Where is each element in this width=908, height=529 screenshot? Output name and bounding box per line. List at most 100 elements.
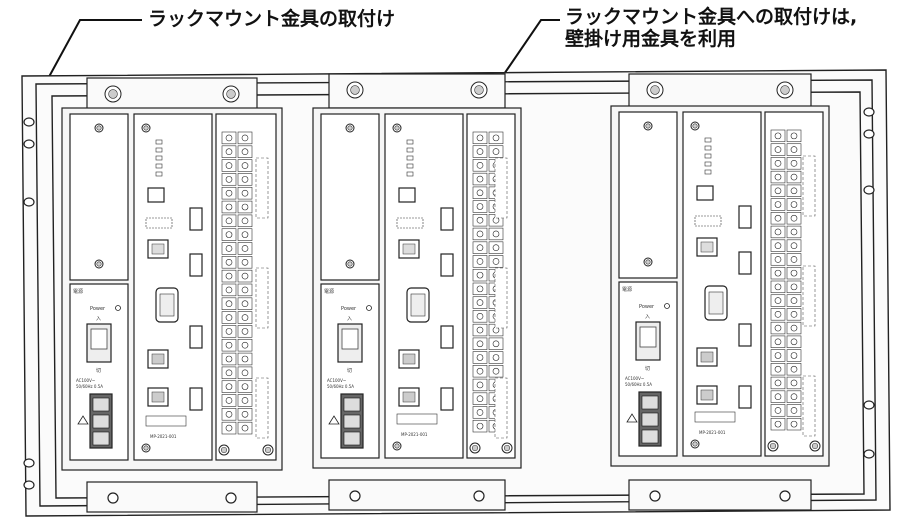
blank-panel — [320, 113, 380, 281]
terminal-screw-right — [790, 242, 798, 249]
label-strip — [802, 265, 816, 327]
lan-port-1-jack — [700, 241, 714, 253]
terminal-screw-right — [241, 397, 249, 404]
power-terminal — [641, 429, 659, 444]
terminal-screw-left — [225, 286, 233, 294]
terminal-screw-left — [774, 324, 782, 332]
blank-screw-bottom-inner — [645, 259, 651, 265]
switch-on-label: 入 — [347, 316, 352, 322]
side-connector — [440, 325, 454, 349]
bracket-screw-right-inner — [226, 89, 236, 99]
terminal-screw-left — [774, 146, 782, 153]
controller-screw-bottom-inner — [692, 441, 698, 447]
terminal-screw-left — [225, 231, 233, 238]
model-number: MP-2021-001 — [401, 432, 428, 437]
terminal-screw-left — [476, 367, 484, 375]
terminal-screw-right — [492, 148, 500, 155]
power-led — [664, 303, 670, 309]
blank-screw-bottom-inner — [96, 261, 102, 267]
terminal-screw-left — [225, 217, 233, 225]
terminal-screw-left — [476, 162, 484, 169]
side-connector — [440, 387, 454, 411]
status-led — [155, 171, 163, 177]
switch-on-label: 入 — [645, 314, 650, 320]
terminal-screw-left — [225, 272, 233, 280]
power-switch-rocker — [639, 326, 657, 348]
callout-wall-bracket-line2: 壁掛け用金具を利用 — [565, 28, 737, 50]
side-connector — [189, 387, 203, 411]
terminal-screw-left — [774, 173, 782, 181]
switch-off-label: 切 — [645, 365, 650, 372]
bottom-hole-right — [779, 490, 791, 502]
status-led — [406, 155, 414, 161]
bottom-hole-right — [225, 492, 237, 504]
label-strip — [802, 155, 816, 217]
label-slot — [145, 217, 173, 229]
bracket-screw-left-inner — [108, 89, 118, 99]
terminal-screw-left — [774, 407, 782, 414]
status-led — [155, 147, 163, 153]
terminal-screw-left — [476, 422, 484, 430]
terminal-screw-left — [225, 383, 233, 390]
side-connector — [440, 253, 454, 277]
terminal-screw-left — [476, 148, 484, 155]
callout-wall-bracket: ラックマウント金具への取付けは, 壁掛け用金具を利用 — [565, 6, 857, 50]
switch-off-label: 切 — [96, 367, 101, 374]
terminal-screw-left — [225, 424, 233, 432]
terminal-screw-left — [476, 409, 484, 416]
model-number: MP-2021-001 — [150, 434, 177, 439]
terminal-screw-left — [225, 258, 233, 266]
terminal-screw-right — [790, 228, 798, 236]
terminal-screw-left — [225, 245, 233, 252]
rating-line2: 50/60Hz 0.5A — [327, 384, 354, 389]
blank-screw-top-inner — [645, 123, 651, 129]
terminal-screw-left — [774, 311, 782, 318]
terminal-screw-left — [774, 228, 782, 236]
side-connector — [738, 205, 752, 229]
bottom-hole-left — [107, 492, 119, 504]
terminal-screw-right — [241, 203, 249, 211]
terminal-screw-left — [476, 244, 484, 251]
terminal-screw-right — [790, 269, 798, 277]
blank-screw-top-inner — [347, 125, 353, 131]
rack-ear-holes-right — [863, 107, 875, 459]
terminal-screw-corner-left-inner — [220, 446, 228, 454]
status-led — [155, 139, 163, 145]
terminal-screw-right — [492, 354, 500, 361]
terminal-screw-right — [241, 341, 249, 349]
terminal-screw-left — [476, 189, 484, 197]
terminal-screw-right — [790, 297, 798, 304]
terminal-screw-right — [492, 230, 500, 238]
terminal-screw-right — [241, 189, 249, 197]
controller-module — [682, 111, 762, 457]
serial-port-inner — [708, 291, 724, 315]
terminal-screw-right — [492, 258, 500, 265]
serial-port-inner — [159, 293, 175, 317]
lan-port-1-jack — [151, 243, 165, 255]
terminal-screw-right — [790, 379, 798, 387]
power-terminal — [92, 414, 110, 429]
status-led — [704, 161, 712, 167]
terminal-screw-left — [476, 326, 484, 334]
controller-screw-bottom-inner — [394, 443, 400, 449]
terminal-screw-corner-left-inner — [471, 444, 479, 452]
terminal-screw-left — [225, 176, 233, 183]
power-led — [115, 305, 121, 311]
power-title: 電源 — [73, 288, 83, 295]
terminal-screw-left — [774, 379, 782, 387]
terminal-screw-left — [476, 230, 484, 238]
status-led — [704, 137, 712, 143]
label-strip — [494, 267, 508, 329]
power-led-label: Power — [341, 306, 357, 312]
rating-line2: 50/60Hz 0.5A — [625, 382, 652, 387]
lan-port-2-jack — [402, 353, 416, 365]
terminal-screw-right — [492, 367, 500, 375]
terminal-screw-corner-right-inner — [811, 442, 819, 450]
terminal-screw-right — [790, 146, 798, 153]
terminal-screw-left — [774, 352, 782, 359]
terminal-screw-corner-right-inner — [264, 446, 272, 454]
terminal-screw-right — [492, 244, 500, 251]
terminal-screw-left — [225, 300, 233, 308]
bottom-hole-left — [649, 490, 661, 502]
terminal-screw-right — [790, 160, 798, 167]
